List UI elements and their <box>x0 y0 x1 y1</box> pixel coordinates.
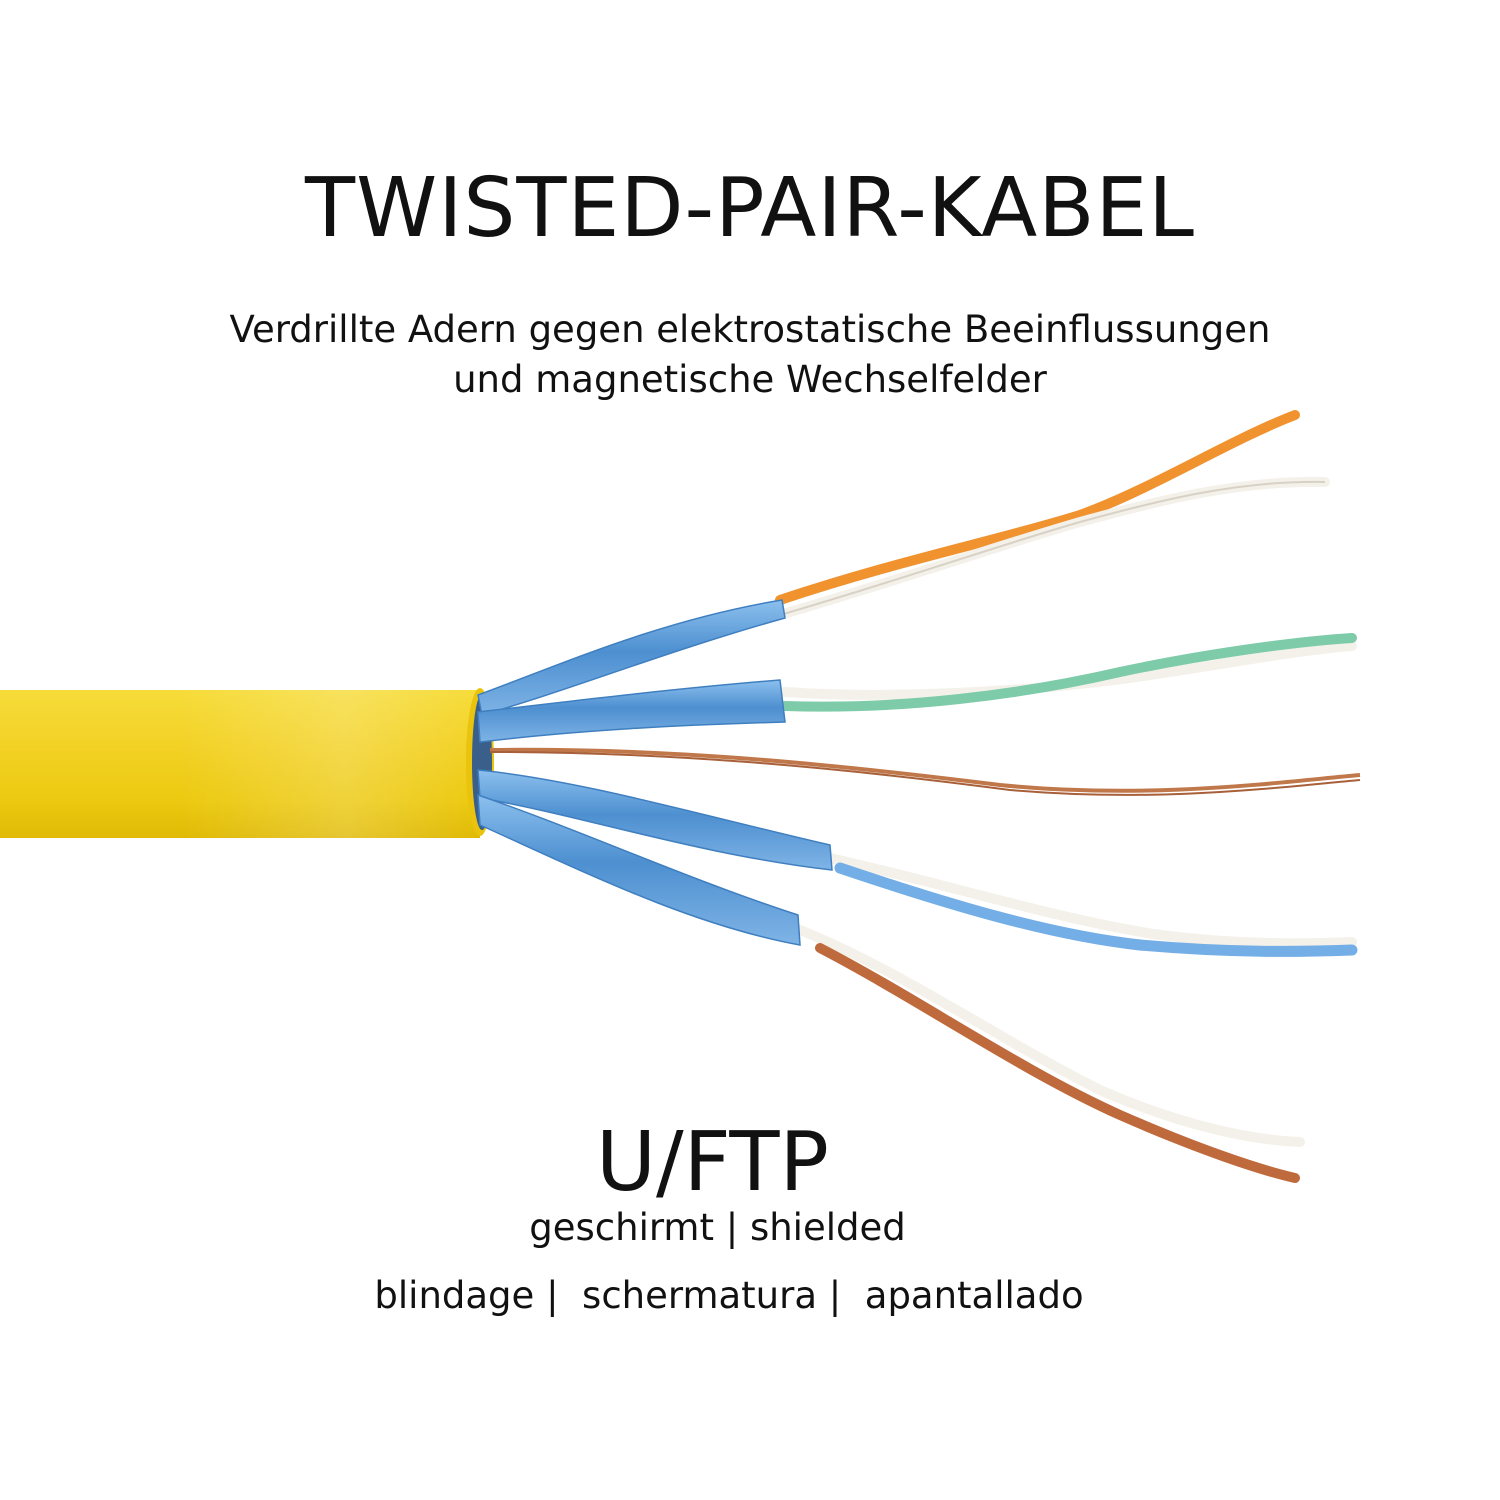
drain-wire <box>489 747 1361 796</box>
shield-translation-de-en: geschirmt | shielded <box>529 1206 906 1249</box>
shield-translation-other: blindage | schermatura | apantallado <box>374 1274 1084 1317</box>
cable-jacket <box>0 688 494 838</box>
subtitle: Verdrillte Adern gegen elektrostatische … <box>0 305 1500 405</box>
blue-pair <box>825 853 1358 957</box>
subtitle-line-1: Verdrillte Adern gegen elektrostatische … <box>229 308 1271 351</box>
cable-illustration <box>0 410 1361 1183</box>
foil-shields <box>477 599 833 946</box>
subtitle-line-2: und magnetische Wechselfelder <box>453 358 1047 401</box>
brown-pair <box>795 925 1305 1183</box>
page-title: TWISTED-PAIR-KABEL <box>305 161 1195 256</box>
orange-pair <box>775 410 1330 620</box>
green-pair <box>780 633 1357 712</box>
shield-type-label: U/FTP <box>596 1115 829 1210</box>
